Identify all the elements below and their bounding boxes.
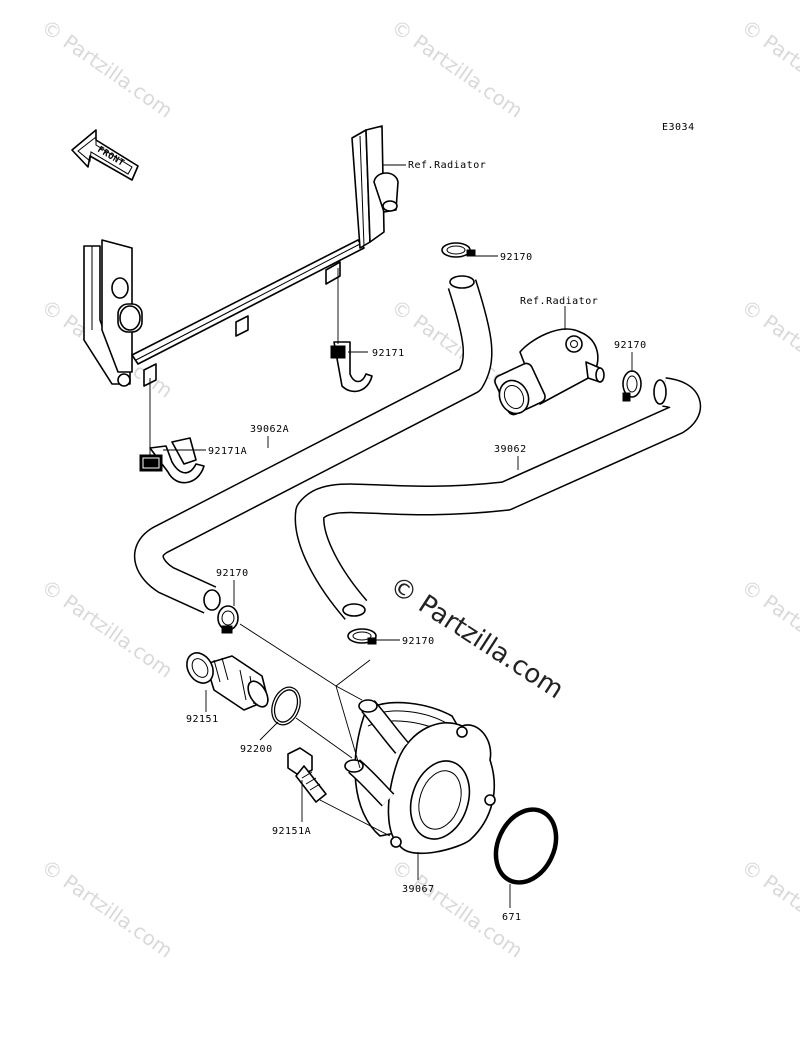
diagram-code: E3034 [662, 122, 695, 133]
label-39067: 39067 [402, 884, 435, 895]
label-ref-radiator-top: Ref.Radiator [408, 160, 486, 171]
label-92170: 92170 [614, 340, 647, 351]
label-92200: 92200 [240, 744, 273, 755]
oil-cooler-39067 [344, 699, 496, 855]
label-39062a: 39062A [250, 424, 289, 435]
label-92170: 92170 [402, 636, 435, 647]
leader-lines [149, 164, 633, 908]
fitting-92151 [186, 652, 269, 711]
o-ring-92200 [271, 686, 301, 726]
hose-39062a [133, 275, 493, 614]
label-92171a: 92171A [208, 446, 247, 457]
label-92151: 92151 [186, 714, 219, 725]
bolt-92151a [287, 747, 327, 803]
label-92171: 92171 [372, 348, 405, 359]
bracket-92171a [139, 437, 205, 484]
watermark: © Partzilla.com [37, 854, 177, 962]
label-92170: 92170 [216, 568, 249, 579]
hose-39062 [294, 377, 702, 620]
radiator-fitting [494, 328, 605, 416]
label-39062: 39062 [494, 444, 527, 455]
radiator [83, 125, 399, 387]
label-671: 671 [502, 912, 522, 923]
callouts: Ref.Radiator 92170 Ref.Radiator 92170 92… [186, 160, 647, 923]
clamp-92170-right [622, 370, 642, 402]
label-92151a: 92151A [272, 826, 311, 837]
watermark: © Partzilla.com [37, 14, 177, 122]
clamp-92170-top [441, 242, 476, 258]
clamp-92170-left [217, 605, 239, 634]
watermark: © Partzilla.com [387, 854, 527, 962]
label-92170: 92170 [500, 252, 533, 263]
clamp-92170-center [347, 628, 377, 645]
bracket-92171 [330, 341, 373, 393]
o-ring-671 [493, 807, 559, 885]
front-arrow-icon: FRONT [71, 129, 139, 181]
watermark: © Partzilla.com [387, 14, 527, 122]
watermark: © Partzilla.com [737, 14, 800, 122]
label-ref-radiator-mid: Ref.Radiator [520, 296, 598, 307]
watermark: © Partzilla.com [737, 574, 800, 682]
watermark: © Partzilla.com [737, 294, 800, 402]
watermark: © Partzilla.com [737, 854, 800, 962]
